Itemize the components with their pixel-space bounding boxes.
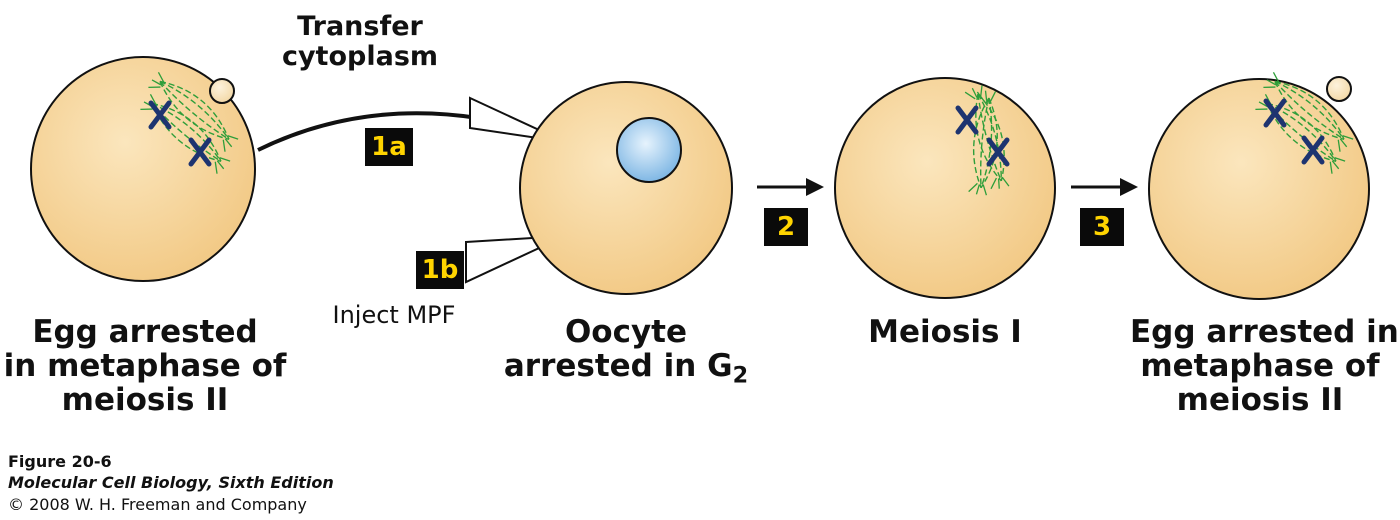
egg-right-label-line2: metaphase of: [1140, 348, 1380, 385]
oocyte-label: Oocyte arrested in G2: [486, 315, 766, 388]
oocyte-label-line2: arrested in G2: [486, 349, 766, 388]
egg-right-label-line3: meiosis II: [1176, 382, 1344, 419]
nucleus: [616, 117, 682, 183]
oocyte-label-line1: Oocyte: [564, 314, 688, 350]
step2-arrowhead: [806, 178, 824, 196]
step3-arrowhead: [1120, 178, 1138, 196]
egg-left-label-line1: Egg arrested: [32, 314, 258, 350]
meiosis-cell: [834, 77, 1056, 299]
transfer-label-line2: cytoplasm: [281, 40, 439, 72]
step-badge-3: 3: [1080, 208, 1124, 246]
oocyte-label-line2-text: arrested in G: [503, 348, 733, 385]
inject-label: Inject MPF: [332, 301, 456, 329]
step-badge-1a: 1a: [365, 128, 413, 166]
figure-number: Figure 20-6: [8, 452, 112, 471]
transfer-label: Transfer cytoplasm: [230, 12, 490, 71]
step-badge-1b: 1b: [416, 251, 464, 289]
egg-cell-right: [1148, 67, 1370, 300]
copyright: © 2008 W. H. Freeman and Company: [8, 495, 307, 514]
meiosis-label: Meiosis I: [868, 314, 1022, 350]
polar-body: [209, 78, 235, 104]
book-title: Molecular Cell Biology, Sixth Edition: [8, 473, 334, 492]
oocyte-cell: [519, 81, 733, 295]
egg-left-label-line3: meiosis II: [61, 382, 229, 419]
transfer-label-line1: Transfer: [297, 11, 423, 42]
transfer-arrow: [257, 111, 479, 152]
egg-left-label-line2: in metaphase of: [3, 348, 287, 385]
polar-body-right: [1326, 76, 1352, 102]
egg-left-label: Egg arrested in metaphase of meiosis II: [0, 315, 290, 417]
egg-cell-left: [30, 56, 256, 282]
egg-right-label: Egg arrested in metaphase of meiosis II: [1130, 314, 1399, 419]
step-badge-2: 2: [764, 208, 808, 246]
oocyte-label-subscript: 2: [732, 362, 749, 389]
egg-right-label-line1: Egg arrested in: [1130, 314, 1399, 350]
